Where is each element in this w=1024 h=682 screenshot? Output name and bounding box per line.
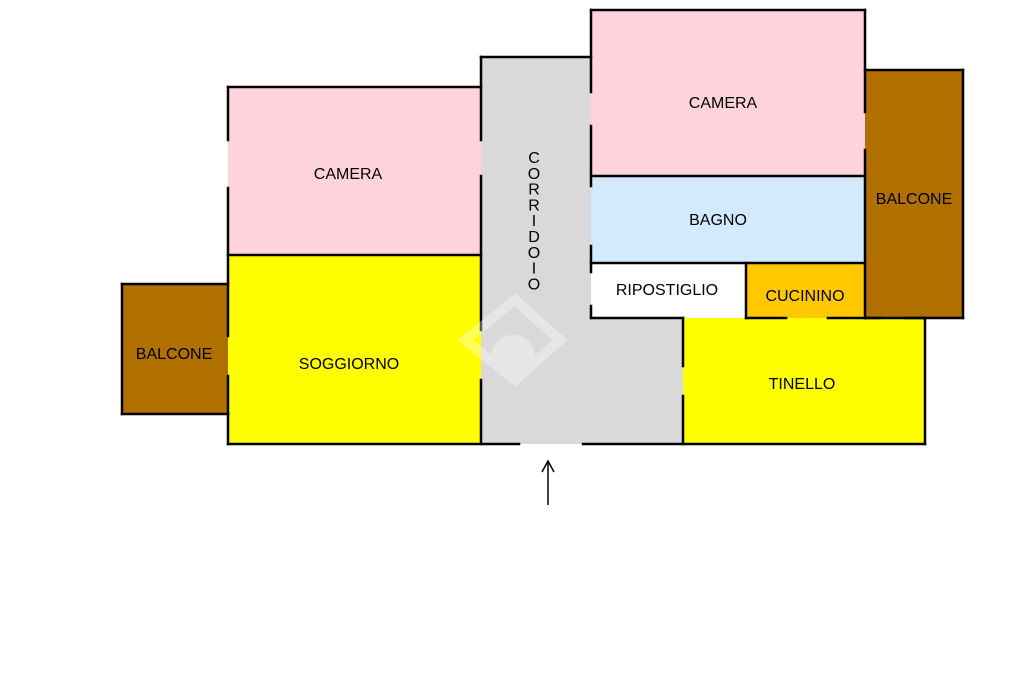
watermark-logo: [456, 293, 568, 387]
arrow-up-icon: [541, 459, 555, 505]
label-balcone-left: BALCONE: [136, 346, 212, 363]
room-cucinino[interactable]: [746, 263, 865, 318]
room-bagno[interactable]: [591, 176, 865, 263]
room-balcone-left[interactable]: [122, 284, 228, 414]
label-bagno: BAGNO: [689, 212, 747, 229]
room-tinello[interactable]: [683, 318, 925, 444]
label-camera-right: CAMERA: [689, 95, 758, 112]
room-camera-right[interactable]: [591, 10, 865, 176]
walls: [120, 8, 965, 446]
room-ripostiglio[interactable]: [591, 263, 746, 318]
label-tinello: TINELLO: [769, 376, 836, 393]
room-balcone-right[interactable]: [865, 70, 963, 318]
room-corridoio[interactable]: [481, 57, 591, 444]
label-balcone-right: BALCONE: [876, 191, 952, 208]
label-soggiorno: SOGGIORNO: [299, 356, 399, 373]
label-cucinino: CUCININO: [765, 288, 844, 305]
room-camera-left[interactable]: [228, 87, 481, 255]
label-camera-left: CAMERA: [314, 166, 383, 183]
room-corridoio-extension: [591, 318, 683, 444]
room-soggiorno[interactable]: [228, 255, 481, 444]
label-ripostiglio: RIPOSTIGLIO: [616, 282, 718, 299]
